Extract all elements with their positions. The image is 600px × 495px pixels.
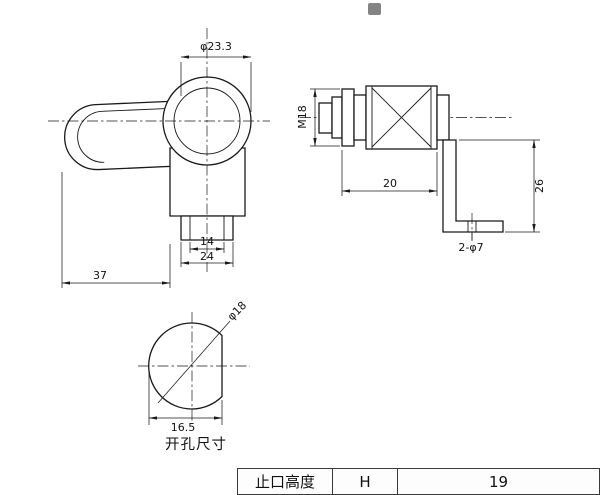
- spec-table: 止口高度 H 19: [237, 468, 600, 495]
- mounting-bracket: [442, 139, 504, 233]
- cutout-dim-flat-width: 16.5: [171, 421, 196, 434]
- spec-table-symbol-cell: H: [332, 469, 397, 494]
- front-dim-outer-width: 24: [200, 250, 214, 263]
- front-dim-diameter: φ23.3: [200, 40, 232, 53]
- side-hole-spec: 2-φ7: [458, 241, 483, 254]
- side-dim-body-length: 20: [383, 177, 397, 190]
- front-view: φ23.3 14 24 37: [48, 28, 270, 288]
- latch-handle: [64, 100, 177, 171]
- side-dim-bracket-height: 26: [533, 179, 546, 193]
- side-view: M18 20 26 2-φ7: [296, 85, 546, 254]
- spec-table-value-cell: 19: [397, 469, 599, 494]
- front-dim-handle-length: 37: [93, 269, 107, 282]
- corner-stamp-mark: [368, 3, 381, 15]
- cutout-caption: 开孔尺寸: [165, 436, 227, 453]
- side-thread-spec: M18: [296, 105, 309, 129]
- spec-table-name-cell: 止口高度: [254, 473, 315, 491]
- cutout-dim-diameter: φ18: [225, 299, 249, 323]
- barrel-cap: [318, 102, 333, 134]
- barrel-flange: [341, 88, 355, 147]
- cutout-view: φ18 16.5 开孔尺寸: [138, 299, 250, 453]
- front-dim-inner-width: 14: [200, 235, 214, 248]
